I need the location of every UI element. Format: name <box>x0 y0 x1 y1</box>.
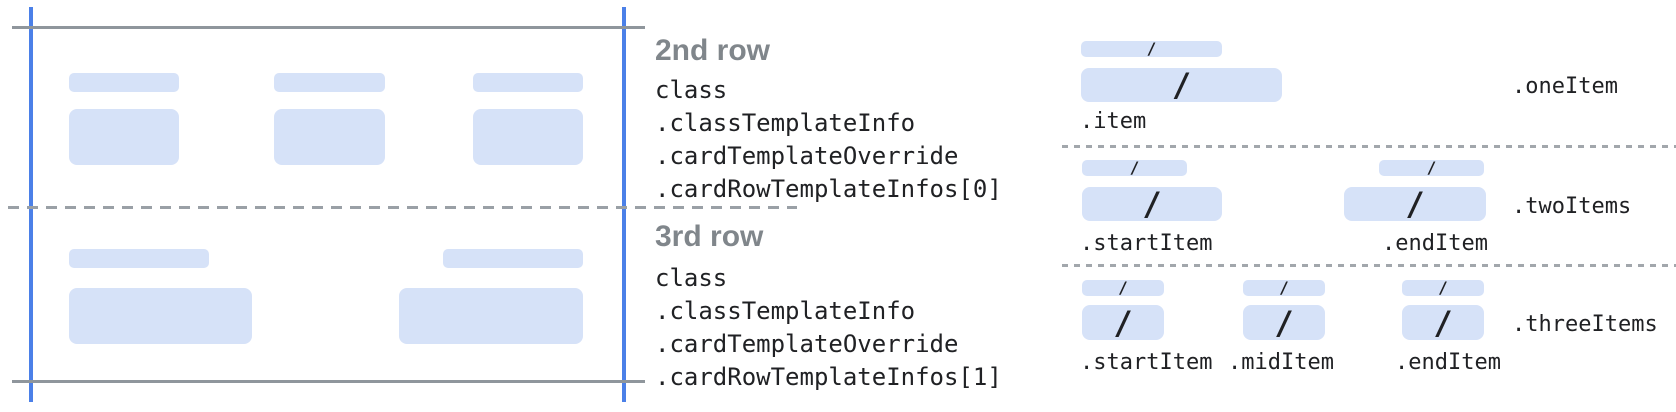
variant-separator-dotted-line <box>1062 145 1676 148</box>
third-row-class-line: .cardTemplateOverride <box>655 330 959 358</box>
field-value-placeholder <box>399 288 583 344</box>
item-label-placeholder: / <box>1379 160 1484 176</box>
third-row-class-line: class <box>655 264 728 292</box>
slash-placeholder-icon: / <box>1113 303 1133 342</box>
item-field-label: .startItem <box>1080 231 1213 256</box>
card-right-edge-line <box>622 7 626 402</box>
slash-placeholder-icon: / <box>1405 185 1425 223</box>
two-items-variant-label: .twoItems <box>1512 194 1632 219</box>
item-value-placeholder: / <box>1402 305 1484 340</box>
slash-placeholder-icon: / <box>1129 158 1140 177</box>
second-row-class-line: class <box>655 76 728 104</box>
field-label-placeholder <box>69 249 209 268</box>
field-value-placeholder <box>473 109 583 165</box>
one-item-variant-label: .oneItem <box>1512 74 1618 99</box>
item-value-placeholder: / <box>1243 305 1325 340</box>
item-field-label: .endItem <box>1382 231 1488 256</box>
second-row-class-line: .cardTemplateOverride <box>655 142 959 170</box>
slash-placeholder-icon: / <box>1438 278 1448 297</box>
three-items-variant-label: .threeItems <box>1512 312 1658 337</box>
slash-placeholder-icon: / <box>1118 278 1128 297</box>
slash-placeholder-icon: / <box>1142 185 1162 223</box>
third-row-class-line: .cardRowTemplateInfos[1] <box>655 363 1002 391</box>
slash-placeholder-icon: / <box>1274 303 1294 342</box>
item-label-placeholder: / <box>1081 41 1222 57</box>
slash-placeholder-icon: / <box>1279 278 1289 297</box>
field-label-placeholder <box>274 73 385 92</box>
field-value-placeholder <box>69 288 252 344</box>
item-label-placeholder: / <box>1243 280 1325 296</box>
item-value-placeholder: / <box>1344 187 1486 221</box>
item-field-label: .midItem <box>1228 350 1334 375</box>
card-left-edge-line <box>29 7 33 402</box>
third-row-title: 3rd row <box>655 220 764 253</box>
field-label-placeholder <box>473 73 583 92</box>
slash-placeholder-icon: / <box>1171 66 1192 104</box>
second-row-class-line: .cardRowTemplateInfos[0] <box>655 175 1002 203</box>
item-field-label: .endItem <box>1395 350 1501 375</box>
third-row-class-line: .classTemplateInfo <box>655 297 916 325</box>
field-label-placeholder <box>69 73 179 92</box>
slash-placeholder-icon: / <box>1426 158 1437 177</box>
item-field-label: .startItem <box>1080 350 1213 375</box>
item-label-placeholder: / <box>1082 280 1164 296</box>
item-field-label: .item <box>1080 109 1147 134</box>
item-value-placeholder: / <box>1082 305 1164 340</box>
slash-placeholder-icon: / <box>1433 303 1453 342</box>
card-bottom-edge-line <box>12 380 645 383</box>
field-value-placeholder <box>69 109 179 165</box>
second-row-class-line: .classTemplateInfo <box>655 109 916 137</box>
second-row-title: 2nd row <box>655 34 771 67</box>
field-label-placeholder <box>443 249 583 268</box>
field-value-placeholder <box>274 109 385 165</box>
card-row-divider-dashed-line <box>8 206 797 209</box>
item-value-placeholder: / <box>1081 68 1282 102</box>
card-top-edge-line <box>12 26 645 29</box>
item-label-placeholder: / <box>1082 160 1187 176</box>
item-label-placeholder: / <box>1402 280 1484 296</box>
item-value-placeholder: / <box>1082 187 1222 221</box>
slash-placeholder-icon: / <box>1146 39 1157 58</box>
variant-separator-dotted-line <box>1062 264 1676 267</box>
